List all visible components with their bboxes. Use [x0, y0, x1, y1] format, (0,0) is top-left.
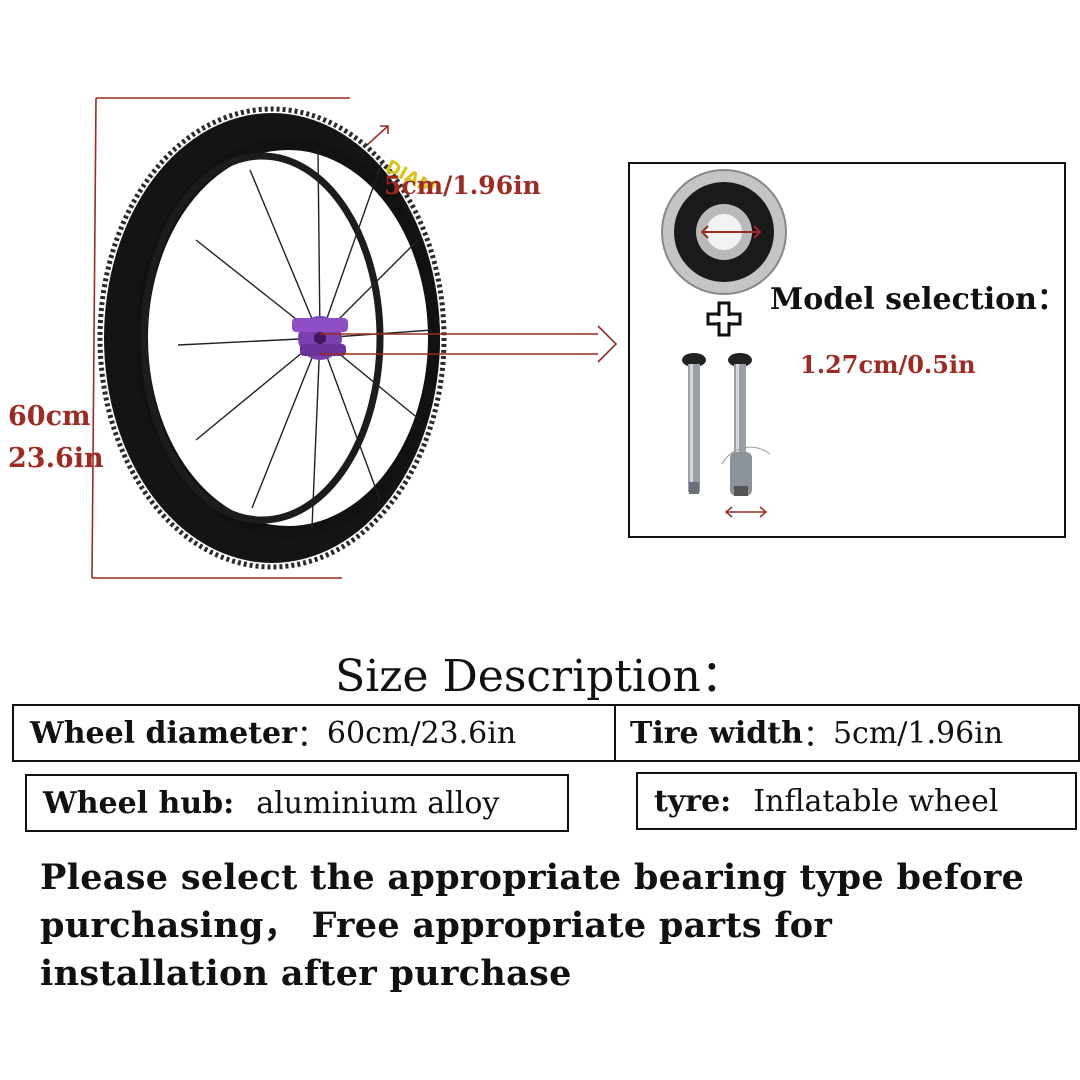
axle-arrow: [320, 325, 618, 363]
model-selection-title: Model selection：: [770, 282, 1067, 317]
size-description-title: Size Description：: [335, 651, 745, 702]
purchase-note: Please select the appropriate bearing ty…: [40, 857, 1025, 994]
spec-value: 5cm/1.96in: [832, 715, 1004, 751]
bearing-icon: [661, 169, 787, 295]
tire-tread: [97, 106, 447, 570]
spec-wheel-diameter: Wheel diameter：60cm/23.6in: [14, 706, 616, 760]
spec-tire-width: Tire width：5cm/1.96in: [616, 706, 1078, 760]
diameter-dimension-cm: 60cm: [8, 401, 91, 432]
spec-key: Wheel hub:: [43, 785, 235, 821]
spec-row-dimensions: Wheel diameter：60cm/23.6in Tire width：5c…: [12, 704, 1080, 762]
spec-colon: ：: [296, 719, 327, 754]
bearing-size-label: 1.27cm/0.5in: [800, 350, 976, 379]
axle-pin-long-icon: [721, 353, 771, 518]
wheel-illustration: DIAM: [91, 97, 618, 579]
spec-value: aluminium alloy: [256, 785, 500, 821]
axle-pin-short-icon: [682, 353, 706, 494]
spec-key: tyre:: [654, 783, 732, 819]
spec-colon: ：: [802, 719, 833, 754]
spec-value: Inflatable wheel: [753, 783, 999, 819]
wheel-product-image: DIAM 5cm/1.96in 60cm 23.6in: [0, 80, 620, 600]
spokes: [177, 149, 433, 529]
dimension-lines: [91, 97, 389, 579]
spec-key: Tire width: [630, 715, 803, 751]
spec-tyre: tyre: Inflatable wheel: [636, 772, 1077, 830]
spec-key: Wheel diameter: [30, 715, 297, 751]
spec-wheel-hub: Wheel hub: aluminium alloy: [25, 774, 569, 832]
model-selection-panel: Model selection： 1.27cm/0.5in: [628, 162, 1067, 538]
push-rim: [140, 152, 384, 524]
tire-width-arrow: [365, 125, 389, 147]
tire-width-arrowhead: [380, 125, 389, 134]
diameter-dimension-in: 23.6in: [8, 443, 104, 474]
bearing-axle-illustration: [661, 169, 787, 518]
tire-width-dimension-label: 5cm/1.96in: [384, 171, 541, 200]
vertical-dimension-line: [91, 97, 97, 579]
purple-hub: [292, 316, 348, 360]
plus-icon: [706, 301, 742, 337]
spec-value: 60cm/23.6in: [326, 715, 517, 751]
